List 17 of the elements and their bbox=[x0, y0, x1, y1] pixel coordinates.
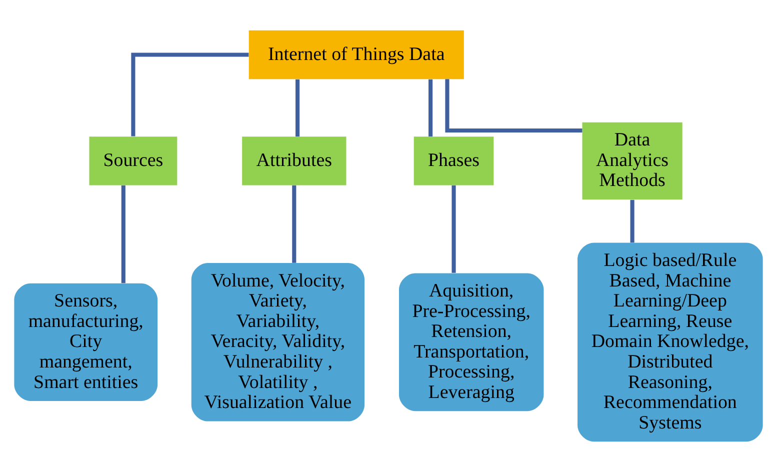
node-box: Internet of Things Data bbox=[248, 30, 464, 80]
node-box: Data Analytics Methods bbox=[582, 122, 682, 200]
node-box: Attributes bbox=[242, 136, 346, 186]
connector bbox=[445, 79, 582, 133]
connector bbox=[121, 185, 126, 284]
node-box: Phases bbox=[414, 136, 494, 186]
node-box: Sensors, manufacturing, City mangement, Smart entities bbox=[14, 283, 158, 402]
node-box: Volume, Velocity, Variety, Variability, Veracity, Validity, Vulnerability , Volatility , Visualization Value bbox=[191, 263, 364, 422]
connector bbox=[630, 200, 634, 243]
node-box: Sources bbox=[89, 136, 178, 186]
connector bbox=[292, 185, 296, 263]
connector bbox=[296, 79, 300, 136]
connector bbox=[452, 185, 456, 273]
node-box: Aquisition, Pre-Processing, Retension, Transportation, Processing, Leveraging bbox=[398, 273, 544, 412]
node-box: Logic based/Rule Based, Machine Learning/Deep Learning, Reuse Domain Knowledge, Distributed Reasoning, Recommendation Systems bbox=[578, 242, 763, 442]
connector bbox=[428, 79, 433, 136]
connector bbox=[131, 52, 249, 136]
